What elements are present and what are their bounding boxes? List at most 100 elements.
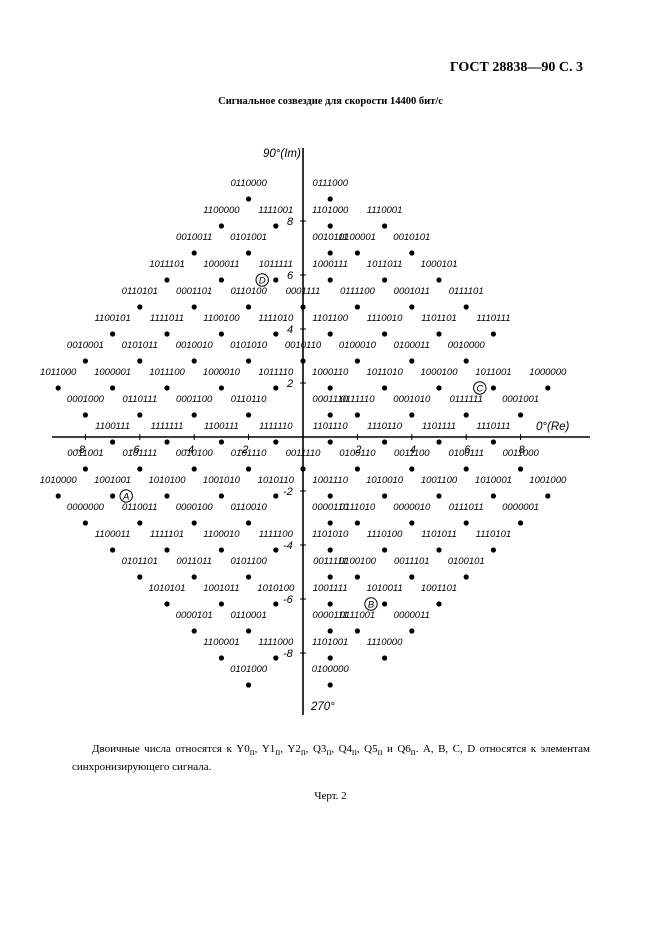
constellation-point (382, 223, 388, 229)
constellation-point (137, 304, 143, 310)
point-label: 0011000 (502, 448, 539, 459)
note-text: и Q6 (382, 743, 411, 755)
point-label: 0011100 (394, 448, 430, 459)
point-label: 1000011 (203, 259, 239, 270)
point-label: 0110001 (230, 610, 266, 621)
constellation-point (354, 358, 360, 364)
point-label: 0111100 (340, 286, 376, 297)
point-label: 0100101 (448, 556, 485, 567)
constellation-point (463, 466, 469, 472)
note-sub: п (377, 747, 383, 758)
figure-note: Двоичные числа относятся к Y0п, Y1п, Y2п… (72, 742, 590, 775)
point-label: 1010100 (257, 583, 295, 594)
constellation-point (354, 520, 360, 526)
note-sub: п (352, 747, 357, 758)
point-label: 1111010 (258, 313, 294, 324)
point-label: 1011001 (475, 367, 511, 378)
constellation-point (436, 277, 442, 283)
point-label: 1000000 (529, 367, 567, 378)
constellation-point (164, 601, 170, 607)
constellation-point (82, 466, 88, 472)
constellation-point (218, 223, 224, 229)
point-label: 1101011 (421, 529, 457, 540)
point-label: 1100011 (95, 529, 131, 540)
constellation-point (327, 277, 333, 283)
x-axis-label: 0°(Re) (536, 421, 570, 433)
constellation-point (82, 520, 88, 526)
constellation-point (191, 412, 197, 418)
constellation-point (327, 412, 333, 418)
point-label: 1001110 (312, 475, 348, 486)
point-label: 1001011 (203, 583, 239, 594)
point-label: 0010110 (285, 340, 322, 351)
point-label: 1001100 (421, 475, 458, 486)
note-text: , Q3 (305, 743, 327, 755)
y-tick-label: 8 (287, 216, 294, 228)
point-label: 0101001 (230, 232, 267, 243)
constellation-point (463, 520, 469, 526)
point-label: 1100111 (204, 421, 239, 432)
constellation-point (137, 574, 143, 580)
constellation-point (218, 331, 224, 337)
point-label: 1001111 (313, 583, 348, 594)
point-label: 0111000 (312, 178, 348, 189)
constellation-point (110, 493, 116, 499)
point-label: 1100100 (203, 313, 240, 324)
point-label: 0100100 (339, 556, 377, 567)
point-label: 1011110 (258, 367, 294, 378)
constellation-point (382, 385, 388, 391)
constellation-point (218, 385, 224, 391)
constellation-point (518, 466, 524, 472)
constellation-point (490, 493, 496, 499)
constellation-point (382, 547, 388, 553)
constellation-point (327, 655, 333, 661)
constellation-point (218, 601, 224, 607)
constellation-point (436, 439, 442, 445)
x-tick-label: -2 (239, 444, 249, 456)
constellation-point (409, 520, 415, 526)
point-label: 0000000 (67, 502, 105, 513)
point-label: 1111100 (259, 529, 294, 540)
point-label: 1101000 (312, 205, 349, 216)
constellation-point (273, 547, 279, 553)
constellation-point (164, 277, 170, 283)
point-label: 0110101 (122, 286, 158, 297)
sync-point-label: D (259, 276, 266, 287)
constellation-point (82, 358, 88, 364)
constellation-point (436, 547, 442, 553)
constellation-point (246, 304, 252, 310)
point-label: 0001110 (312, 394, 348, 405)
note-text: , Y2 (280, 743, 301, 755)
constellation-point (382, 277, 388, 283)
point-label: 1101001 (312, 637, 348, 648)
point-label: 0111011 (449, 502, 484, 513)
point-label: 1110000 (367, 637, 403, 648)
constellation-point (218, 547, 224, 553)
point-label: 1101111 (422, 421, 456, 432)
constellation-point (327, 223, 333, 229)
point-label: 0011011 (176, 556, 212, 567)
point-label: 0000001 (502, 502, 539, 513)
constellation-point (110, 547, 116, 553)
constellation-point (110, 385, 116, 391)
constellation-point (354, 628, 360, 634)
point-label: 0000110 (312, 502, 349, 513)
point-label: 1111110 (259, 421, 293, 432)
point-label: 0010111 (312, 232, 348, 243)
constellation-point (82, 412, 88, 418)
constellation-point (327, 520, 333, 526)
constellation-point (164, 493, 170, 499)
point-label: 1101101 (421, 313, 457, 324)
point-label: 1100000 (203, 205, 240, 216)
constellation-point (436, 493, 442, 499)
y-tick-label: -6 (283, 594, 294, 606)
point-label: 0100011 (394, 340, 430, 351)
constellation-point (436, 385, 442, 391)
point-label: 0100010 (339, 340, 377, 351)
constellation-point (218, 655, 224, 661)
constellation-point (246, 628, 252, 634)
point-label: 0101010 (230, 340, 268, 351)
constellation-point (164, 385, 170, 391)
constellation-point (382, 493, 388, 499)
